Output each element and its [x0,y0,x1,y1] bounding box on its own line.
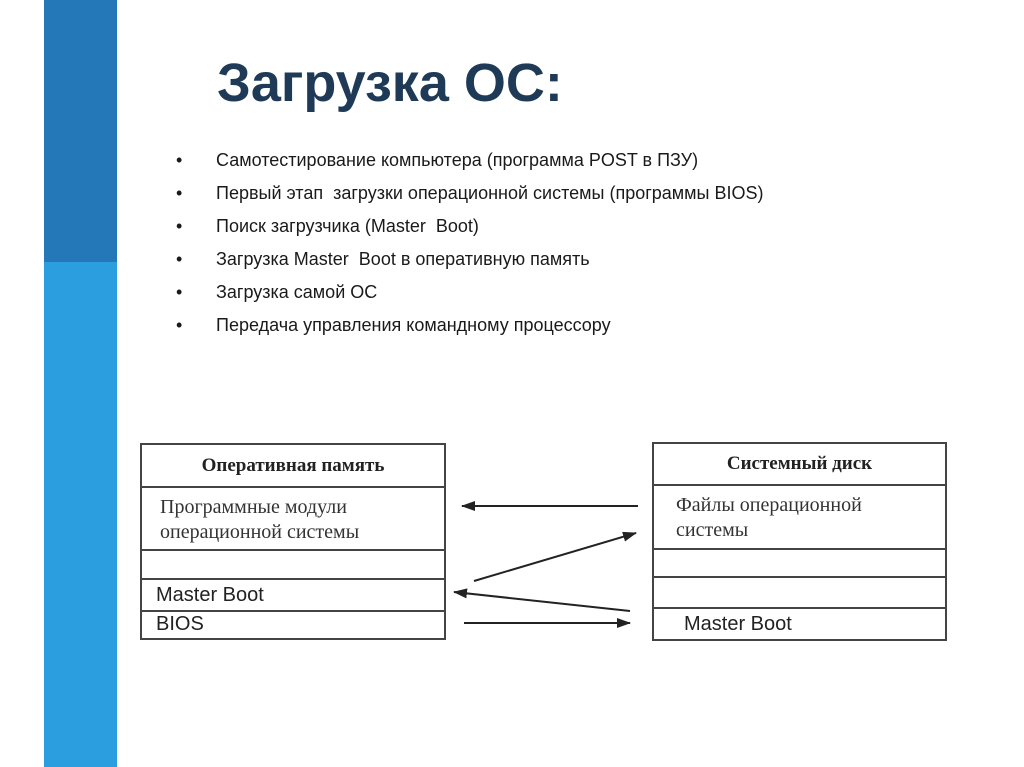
bullet-dot: • [176,183,183,203]
ram-empty-row [142,551,444,580]
bullet-item: • Загрузка Master Boot в оперативную памя… [176,247,816,272]
disk-files-line1: Файлы операционной [676,494,862,516]
bullet-item: • Передача управления командному процессо… [176,313,816,338]
ram-bios-row: BIOS [142,612,444,638]
disk-master-boot: Master Boot [684,613,792,635]
side-band-dark [44,0,117,262]
bullet-text: Передача управления командному процессор… [216,315,611,335]
bullet-text: Загрузка самой ОС [216,282,378,302]
slide-title: Загрузка ОС: [217,53,563,113]
ram-modules-row: Программные модули операционной системы [142,488,444,551]
bullet-text: Загрузка Master Boot в оперативную памят… [216,249,590,269]
disk-header: Системный диск [726,453,873,474]
bullet-dot: • [176,282,183,302]
arrow-master-boot-to-files [473,531,637,582]
disk-files-line2: системы [676,519,749,541]
bullet-list: • Самотестирование компьютера (программа … [176,148,816,346]
bullet-dot: • [176,216,183,236]
disk-empty-row-1 [654,550,945,578]
disk-files-row: Файлы операционной системы [654,486,945,550]
ram-modules-line1: Программные модули [160,496,347,518]
bullet-text: Первый этап загрузки операционной систем… [216,183,764,203]
ram-master-boot-row: Master Boot [142,580,444,612]
bullet-item: • Загрузка самой ОС [176,280,816,305]
side-band-light [44,262,117,767]
ram-header-row: Оперативная память [142,445,444,488]
bullet-item: • Поиск загрузчика (Master Boot) [176,214,816,239]
arrow-disk-master-boot-to-ram [453,588,631,612]
disk-master-boot-row: Master Boot [654,609,945,639]
ram-modules-line2: операционной системы [160,521,360,543]
ram-header: Оперативная память [201,455,385,476]
bullet-dot: • [176,315,183,335]
bullet-item: • Первый этап загрузки операционной систе… [176,181,806,206]
bullet-dot: • [176,249,183,269]
bullet-dot: • [176,150,183,170]
ram-bios: BIOS [156,613,204,635]
bullet-text: Самотестирование компьютера (программа P… [216,150,699,170]
bullet-item: • Самотестирование компьютера (программа … [176,148,816,173]
bullet-text: Поиск загрузчика (Master Boot) [216,216,479,236]
disk-header-row: Системный диск [654,444,945,486]
ram-box: Оперативная память Программные модули оп… [140,443,446,640]
disk-box: Системный диск Файлы операционной систем… [652,442,947,641]
disk-empty-row-2 [654,578,945,609]
ram-master-boot: Master Boot [156,584,264,606]
